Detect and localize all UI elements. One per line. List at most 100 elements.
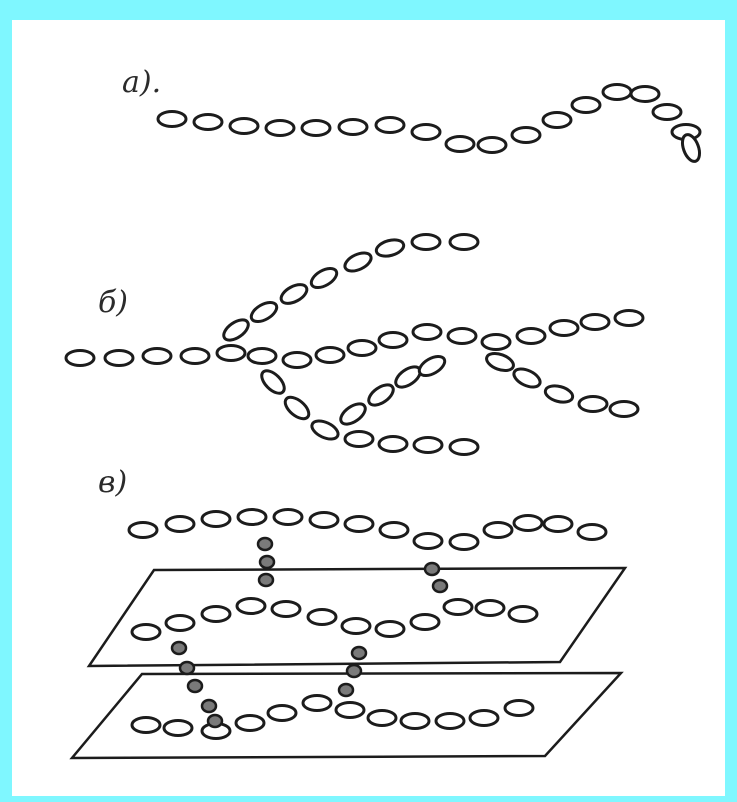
- crosslink-unit: [172, 642, 186, 654]
- monomer-unit: [368, 711, 396, 726]
- monomer-unit: [238, 510, 266, 525]
- monomer-unit: [436, 714, 464, 729]
- monomer-unit: [511, 365, 543, 390]
- monomer-unit: [236, 716, 264, 731]
- monomer-unit: [509, 607, 537, 622]
- monomer-unit: [339, 120, 367, 135]
- crosslink-unit: [208, 715, 222, 727]
- monomer-unit: [376, 118, 404, 133]
- monomer-unit: [379, 333, 407, 348]
- monomer-unit: [544, 383, 575, 405]
- crosslink-unit: [202, 700, 216, 712]
- monomer-unit: [376, 622, 404, 637]
- monomer-unit: [446, 137, 474, 152]
- panel-c-crosslinked-network: [72, 510, 625, 759]
- monomer-unit: [476, 601, 504, 616]
- monomer-unit: [310, 513, 338, 528]
- monomer-unit: [544, 517, 572, 532]
- monomer-unit: [230, 119, 258, 134]
- monomer-unit: [220, 316, 252, 344]
- crosslink-unit: [347, 665, 361, 677]
- monomer-unit: [308, 610, 336, 625]
- monomer-unit: [679, 132, 703, 163]
- monomer-unit: [379, 437, 407, 452]
- crosslink-unit: [260, 556, 274, 568]
- crosslink-unit: [259, 574, 273, 586]
- crosslink-unit: [180, 662, 194, 674]
- monomer-unit: [316, 348, 344, 363]
- monomer-unit: [412, 235, 440, 250]
- monomer-unit: [202, 512, 230, 527]
- monomer-unit: [66, 351, 94, 366]
- monomer-unit: [166, 616, 194, 631]
- monomer-unit: [375, 237, 406, 259]
- monomer-unit: [278, 281, 310, 307]
- monomer-unit: [258, 367, 288, 397]
- monomer-unit: [342, 619, 370, 634]
- monomer-unit: [610, 402, 638, 417]
- monomer-unit: [514, 516, 542, 531]
- monomer-unit: [412, 125, 440, 140]
- label-b: б): [98, 285, 128, 320]
- monomer-unit: [365, 381, 397, 409]
- monomer-unit: [414, 438, 442, 453]
- monomer-unit: [484, 523, 512, 538]
- crosslink-unit: [433, 580, 447, 592]
- monomer-unit: [248, 299, 280, 326]
- monomer-unit: [303, 696, 331, 711]
- crosslink-unit: [339, 684, 353, 696]
- monomer-unit: [337, 400, 369, 428]
- monomer-unit: [281, 393, 312, 422]
- monomer-unit: [631, 87, 659, 102]
- monomer-unit: [603, 85, 631, 100]
- monomer-unit: [348, 341, 376, 356]
- monomer-unit: [202, 607, 230, 622]
- monomer-unit: [164, 721, 192, 736]
- monomer-unit: [143, 349, 171, 364]
- monomer-unit: [579, 397, 607, 412]
- monomer-unit: [448, 329, 476, 344]
- monomer-unit: [543, 113, 571, 128]
- monomer-unit: [380, 523, 408, 538]
- monomer-unit: [550, 321, 578, 336]
- monomer-unit: [653, 105, 681, 120]
- monomer-unit: [181, 349, 209, 364]
- monomer-unit: [484, 350, 515, 374]
- monomer-unit: [309, 417, 341, 442]
- monomer-unit: [308, 265, 340, 292]
- monomer-unit: [505, 701, 533, 716]
- monomer-unit: [450, 235, 478, 250]
- monomer-unit: [302, 121, 330, 136]
- monomer-unit: [413, 325, 441, 340]
- monomer-unit: [478, 138, 506, 153]
- monomer-unit: [414, 534, 442, 549]
- monomer-unit: [129, 523, 157, 538]
- monomer-unit: [266, 121, 294, 136]
- monomer-unit: [194, 115, 222, 130]
- monomer-unit: [268, 706, 296, 721]
- monomer-unit: [158, 112, 186, 127]
- monomer-unit: [345, 517, 373, 532]
- monomer-unit: [345, 432, 373, 447]
- monomer-unit: [615, 311, 643, 326]
- label-a: а).: [122, 65, 161, 100]
- monomer-unit: [274, 510, 302, 525]
- monomer-unit: [272, 602, 300, 617]
- monomer-unit: [470, 711, 498, 726]
- monomer-unit: [217, 346, 245, 361]
- crosslink-unit: [258, 538, 272, 550]
- crosslink-unit: [425, 563, 439, 575]
- monomer-unit: [444, 600, 472, 615]
- monomer-unit: [248, 349, 276, 364]
- diagram-frame: а). б) в): [12, 20, 725, 796]
- monomer-unit: [578, 525, 606, 540]
- monomer-unit: [132, 625, 160, 640]
- polymer-structure-diagram: а). б) в): [12, 20, 725, 796]
- monomer-unit: [450, 440, 478, 455]
- monomer-unit: [411, 615, 439, 630]
- monomer-unit: [581, 315, 609, 330]
- monomer-unit: [482, 335, 510, 350]
- monomer-unit: [512, 128, 540, 143]
- monomer-unit: [132, 718, 160, 733]
- monomer-unit: [166, 517, 194, 532]
